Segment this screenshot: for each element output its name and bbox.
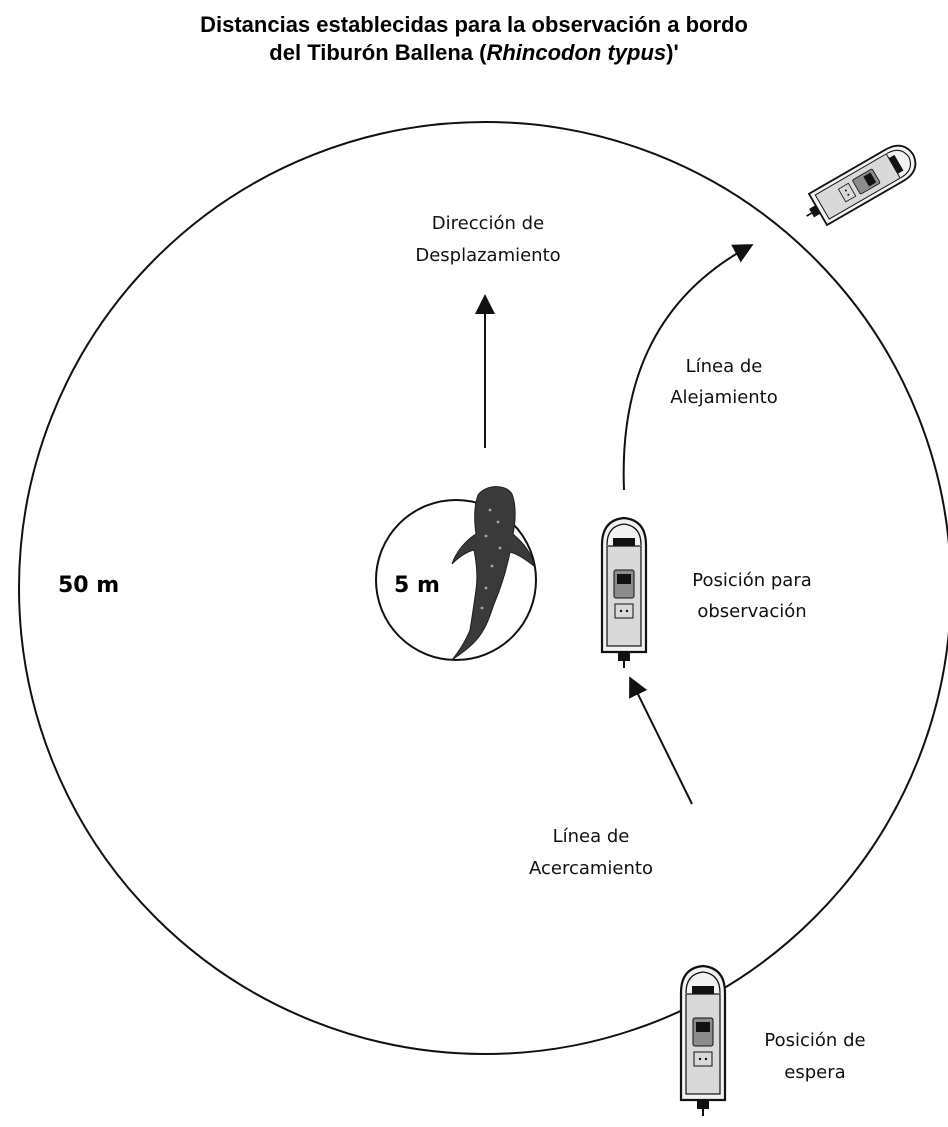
approach-label-line-1: Línea de [553,826,630,847]
title-prefix: del Tiburón Ballena ( [269,40,487,65]
observation-label-line-1: Posición para [692,570,812,591]
diagram-title-line-1: Distancias establecidas para la observac… [200,12,748,37]
waiting-label-line-1: Posición de [764,1030,865,1051]
title-scientific-name: Rhincodon typus [486,40,666,65]
departing-boat-icon [798,139,923,232]
approach-label-line-2: Acercamiento [529,858,653,879]
diagram-title-line-2: del Tiburón Ballena (Rhincodon typus)' [269,40,678,65]
direction-label-line-1: Dirección de [432,213,544,234]
approach-line-arrow [631,680,692,804]
observation-label-line-2: observación [697,601,806,622]
observation-boat-icon [602,518,646,668]
title-suffix: )' [666,40,679,65]
direction-label-line-2: Desplazamiento [415,245,560,266]
waiting-boat-icon [681,966,725,1116]
departure-label-line-2: Alejamiento [670,387,778,408]
waiting-label-line-2: espera [784,1062,845,1083]
inner-distance-label: 5 m [394,573,440,598]
departure-label-line-1: Línea de [686,356,763,377]
outer-distance-label: 50 m [58,573,119,598]
